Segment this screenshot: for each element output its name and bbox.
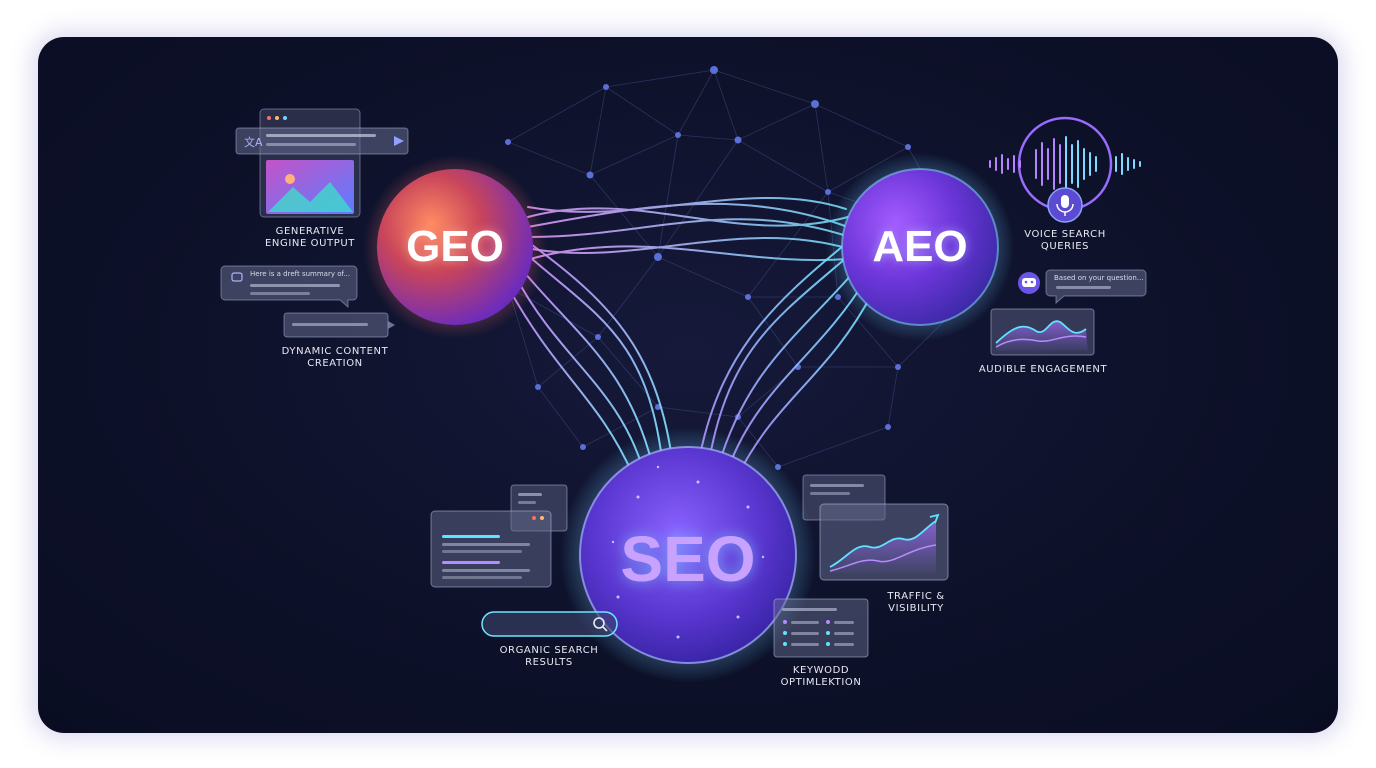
translate-icon: 文A [244, 135, 263, 149]
prompt-bar: 文A [235, 127, 409, 155]
search-bar [481, 611, 618, 637]
answer-bubble [1045, 269, 1147, 305]
search-icon [593, 617, 608, 632]
microphone-icon [1047, 187, 1083, 223]
diagram-card: 文A [38, 37, 1338, 733]
chat-icon [231, 272, 243, 282]
robot-avatar-icon [1018, 272, 1040, 294]
network-web [507, 69, 959, 468]
content-creation-bubble [283, 312, 395, 338]
label-generative-engine-output: GENERATIVE ENGINE OUTPUT [264, 226, 356, 249]
aeo-orb-label: AEO [872, 222, 968, 271]
keyword-list-card [773, 598, 869, 658]
engagement-chart-icon [990, 308, 1095, 356]
trend-chart-icon [819, 503, 949, 581]
seo-orb-sparkles [611, 465, 765, 639]
label-organic-search-results: ORGANIC SEARCH RESULTS [499, 645, 599, 668]
waveform-icon [989, 116, 1141, 212]
geo-orb [377, 169, 533, 325]
network-scene: 文A [220, 66, 1147, 683]
label-dynamic-content-creation: DYNAMIC CONTENT CREATION [281, 346, 389, 369]
send-icon [394, 136, 404, 146]
aeo-orb [841, 168, 999, 326]
seo-orb-label: SEO [620, 523, 756, 595]
label-audible-engagement: AUDIBLE ENGAGEMENT [978, 364, 1108, 375]
geo-orb-label: GEO [406, 222, 504, 271]
seo-orb [579, 446, 797, 664]
label-keyword-optimization: KEYWODD OPTIMLEKTION [780, 665, 862, 688]
answer-bubble-text: Based on your question... [1054, 274, 1144, 282]
draft-summary-text: Here is a dreft summary of... [250, 270, 351, 278]
label-traffic-visibility: TRAFFIC & VISIBILITY [887, 591, 945, 614]
draft-summary-bubble [220, 265, 358, 309]
search-results-window [430, 510, 552, 588]
browser-window-icon [259, 108, 361, 218]
label-voice-search-queries: VOICE SEARCH QUERIES [1024, 229, 1106, 252]
